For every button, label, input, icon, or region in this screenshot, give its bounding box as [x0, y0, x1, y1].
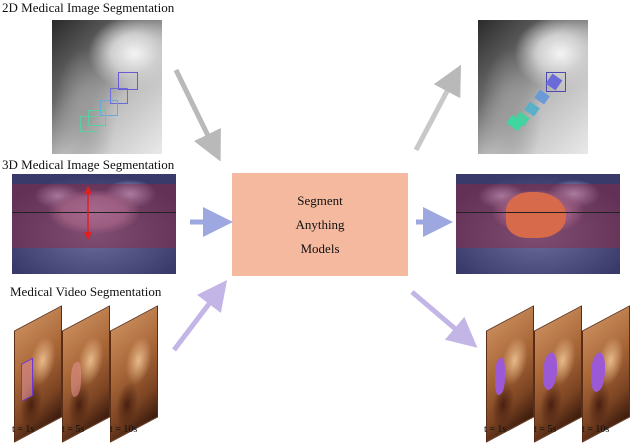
xray-output-image	[478, 20, 588, 154]
time-caption: t = 5s	[62, 424, 85, 435]
time-caption: t = 1s	[484, 424, 507, 435]
ct-volume-overlay	[12, 184, 176, 248]
time-caption: t = 10s	[582, 424, 610, 435]
label-3d-segmentation: 3D Medical Image Segmentation	[2, 157, 175, 172]
label-video-segmentation: Medical Video Segmentation	[10, 284, 162, 299]
bbox-prompt	[110, 88, 128, 104]
time-caption: t = 5s	[534, 424, 557, 435]
ct-input-image	[12, 174, 176, 274]
center-line-3: Models	[300, 240, 340, 256]
xray-input-image	[52, 20, 162, 154]
arrow-2d-out	[413, 64, 462, 152]
center-line-2: Anything	[295, 216, 345, 232]
liver-mask	[506, 192, 566, 238]
ct-output-image	[456, 174, 620, 274]
prompt-arrow-icon	[84, 186, 92, 240]
arrow-video-out	[410, 290, 478, 348]
bbox-prompt	[118, 72, 138, 90]
time-caption: t = 10s	[110, 424, 138, 435]
label-2d-segmentation: 2D Medical Image Segmentation	[2, 0, 175, 15]
bbox-prompt	[80, 116, 98, 132]
bbox-prompt	[100, 100, 118, 116]
arrow-video-in	[172, 280, 228, 352]
time-caption: t = 1s	[12, 424, 35, 435]
center-line-1: Segment	[297, 192, 343, 208]
segment-anything-models-box: Segment Anything Models	[232, 173, 408, 276]
arrow-2d-in	[173, 68, 221, 162]
